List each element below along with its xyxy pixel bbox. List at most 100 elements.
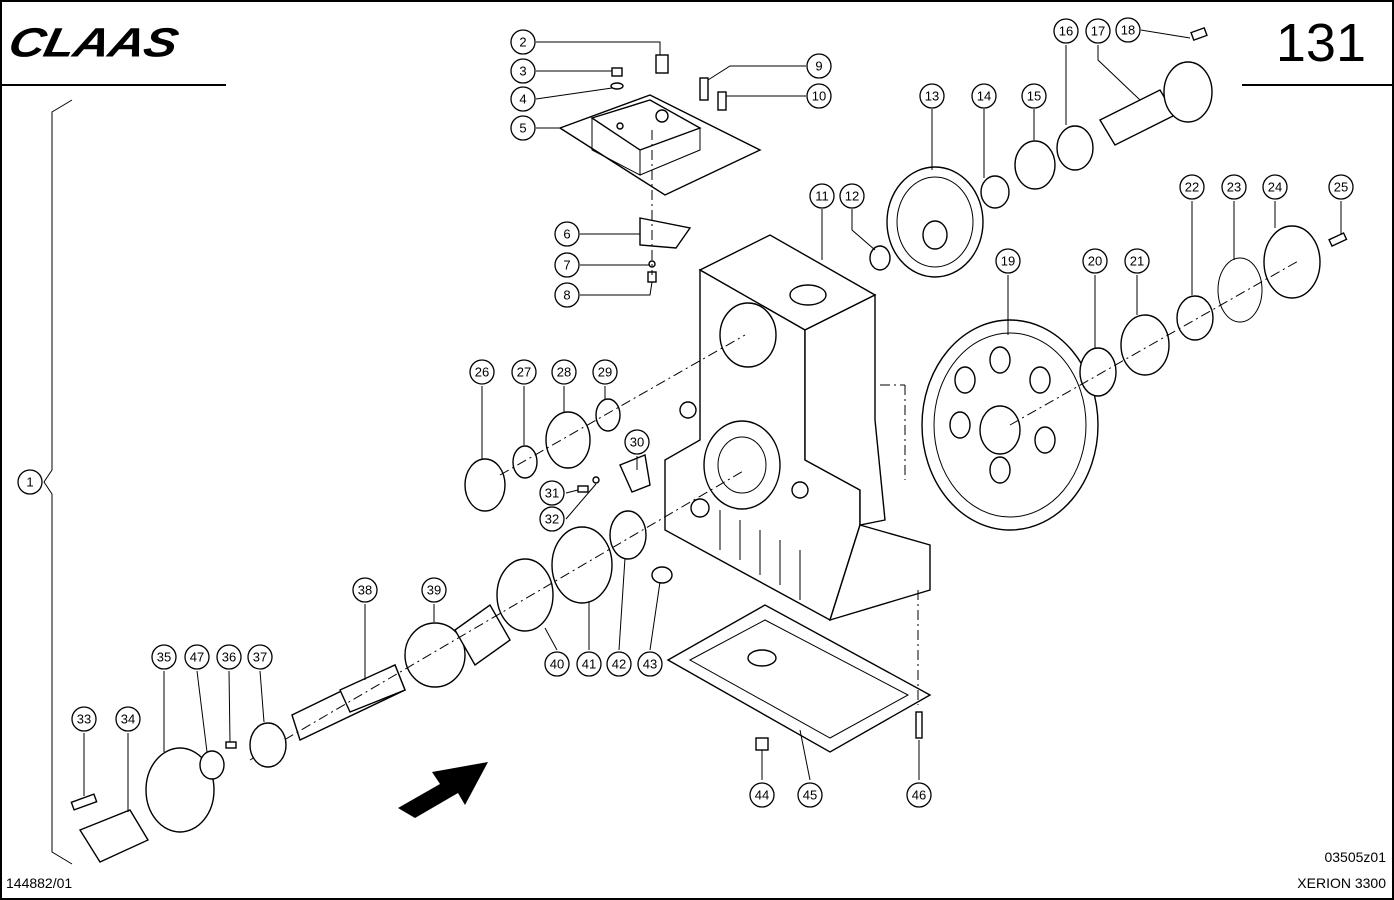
bolt-10 <box>717 91 727 111</box>
callout-16: 16 <box>1053 18 1079 44</box>
svg-text:35: 35 <box>157 650 171 665</box>
bracket-30 <box>619 454 651 493</box>
callout-18: 18 <box>1115 17 1141 43</box>
svg-text:34: 34 <box>121 712 135 727</box>
screw-31 <box>577 485 589 493</box>
svg-text:5: 5 <box>519 121 526 136</box>
callout-25: 25 <box>1328 174 1354 200</box>
callout-7: 7 <box>554 252 580 278</box>
svg-text:20: 20 <box>1088 254 1102 269</box>
svg-text:27: 27 <box>517 365 531 380</box>
header-rule-right <box>1242 84 1394 86</box>
svg-text:39: 39 <box>427 583 441 598</box>
callout-28: 28 <box>551 359 577 385</box>
callout-11: 11 <box>809 183 835 209</box>
leader-lines <box>83 29 1342 812</box>
callout-46: 46 <box>906 782 932 808</box>
cover-plate <box>558 94 762 196</box>
svg-text:8: 8 <box>563 288 570 303</box>
svg-text:31: 31 <box>545 486 559 501</box>
svg-text:13: 13 <box>925 89 939 104</box>
bolt-18 <box>1190 26 1208 42</box>
svg-text:6: 6 <box>563 227 570 242</box>
callout-10: 10 <box>806 83 832 109</box>
plug-screw <box>611 67 623 77</box>
assembly-bracket <box>43 99 73 865</box>
svg-text:19: 19 <box>1001 254 1015 269</box>
header-rule-left <box>0 84 226 86</box>
washer-32 <box>592 476 600 484</box>
callout-1: 1 <box>17 469 43 495</box>
callout-30: 30 <box>624 429 650 455</box>
callout-39: 39 <box>421 577 447 603</box>
callout-3: 3 <box>510 58 536 84</box>
bearing-15 <box>1014 140 1056 190</box>
svg-text:25: 25 <box>1334 180 1348 195</box>
callout-24: 24 <box>1262 174 1288 200</box>
circlip-12 <box>869 245 891 271</box>
callout-22: 22 <box>1179 174 1205 200</box>
svg-text:16: 16 <box>1059 24 1073 39</box>
callout-47: 47 <box>184 644 210 670</box>
o-ring-23 <box>1217 257 1263 323</box>
svg-text:32: 32 <box>545 512 559 527</box>
svg-text:43: 43 <box>643 657 657 672</box>
bearing-21 <box>1120 314 1170 376</box>
svg-text:1: 1 <box>26 475 33 490</box>
callout-36: 36 <box>216 644 242 670</box>
drawing-code: 03505z01 <box>1324 849 1386 865</box>
lock-washer-47 <box>199 750 225 780</box>
svg-text:12: 12 <box>845 189 859 204</box>
document-id: 144882/01 <box>6 875 73 891</box>
svg-text:40: 40 <box>550 657 564 672</box>
callout-15: 15 <box>1021 83 1047 109</box>
plug-43 <box>651 566 673 584</box>
callout-35: 35 <box>151 644 177 670</box>
spline-hub <box>454 603 511 667</box>
callout-43: 43 <box>637 651 663 677</box>
svg-text:2: 2 <box>519 35 526 50</box>
cover-24 <box>1263 225 1321 299</box>
ring-42 <box>609 510 647 560</box>
callout-14: 14 <box>971 83 997 109</box>
callout-9: 9 <box>806 53 832 79</box>
svg-text:7: 7 <box>563 258 570 273</box>
baffle-plate <box>639 217 692 249</box>
svg-text:46: 46 <box>912 788 926 803</box>
nut-22 <box>1176 295 1214 341</box>
callout-19: 19 <box>995 248 1021 274</box>
screw-36 <box>225 741 237 749</box>
pan-bolt <box>915 711 923 739</box>
gearbox-housing <box>664 234 931 622</box>
sleeve-39 <box>404 622 466 688</box>
callout-42: 42 <box>606 651 632 677</box>
callout-38: 38 <box>352 577 378 603</box>
seal-40 <box>496 558 554 632</box>
callout-2: 2 <box>510 29 536 55</box>
callout-21: 21 <box>1124 248 1150 274</box>
callout-32: 32 <box>539 506 565 532</box>
svg-text:3: 3 <box>519 64 526 79</box>
direction-arrow-icon <box>398 762 488 818</box>
callout-23: 23 <box>1221 174 1247 200</box>
callout-20: 20 <box>1082 248 1108 274</box>
svg-text:45: 45 <box>803 788 817 803</box>
callout-45: 45 <box>797 782 823 808</box>
callout-44: 44 <box>749 782 775 808</box>
callout-29: 29 <box>592 359 618 385</box>
svg-text:14: 14 <box>977 89 991 104</box>
bolt-33 <box>70 793 98 811</box>
callout-12: 12 <box>839 183 865 209</box>
ring-20 <box>1079 347 1117 397</box>
svg-text:37: 37 <box>253 650 267 665</box>
svg-text:23: 23 <box>1227 180 1241 195</box>
svg-text:24: 24 <box>1268 180 1282 195</box>
callout-4: 4 <box>510 86 536 112</box>
svg-text:26: 26 <box>475 365 489 380</box>
svg-text:30: 30 <box>630 435 644 450</box>
model-name: XERION 3300 <box>1297 875 1386 891</box>
callout-26: 26 <box>469 359 495 385</box>
bearing-28 <box>545 411 591 469</box>
